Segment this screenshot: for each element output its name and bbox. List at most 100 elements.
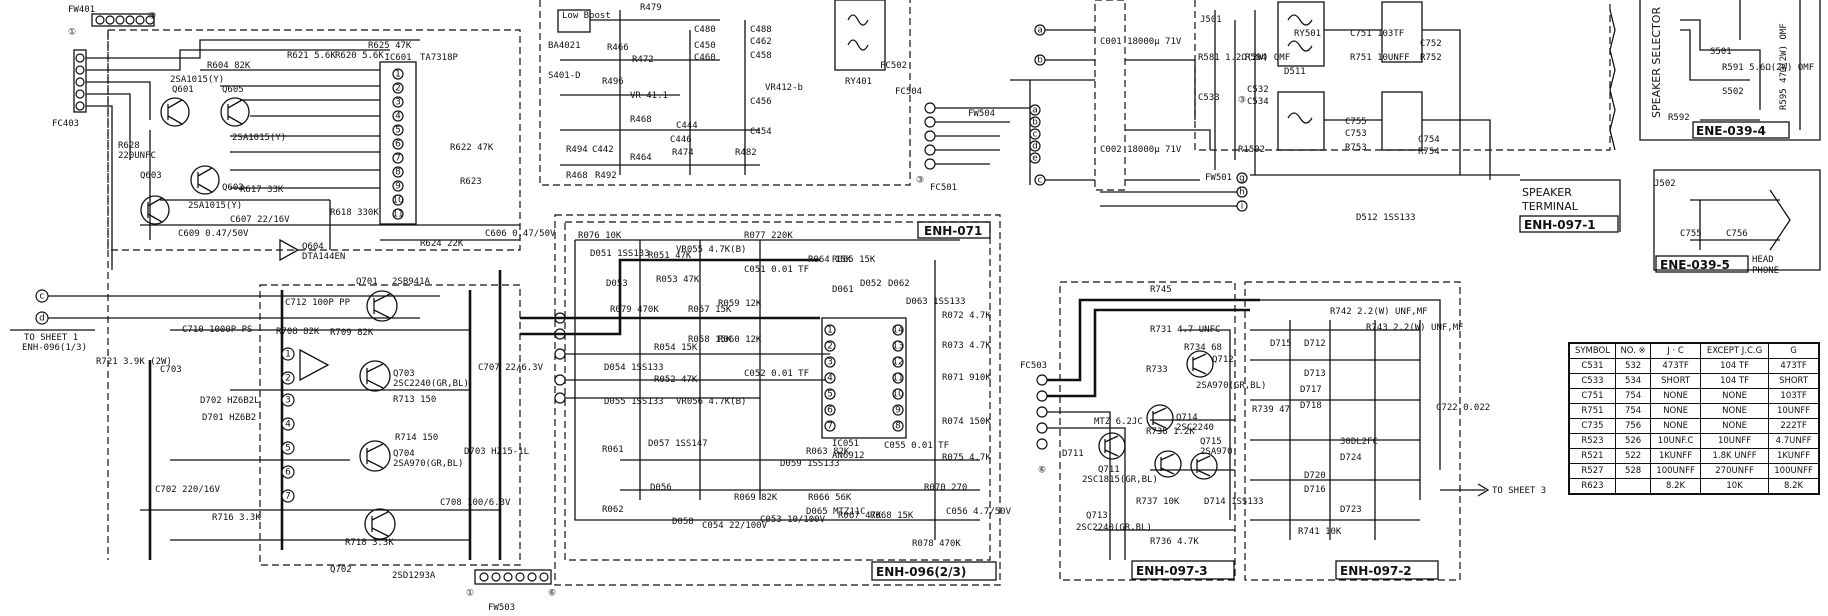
table-cell: 756 xyxy=(1614,418,1652,434)
r077-label: R077 220K xyxy=(744,231,793,241)
j502-label: J502 xyxy=(1654,179,1676,189)
ic601: IC601 TA7318P 1 2 3 4 5 6 7 8 9 10 11 xyxy=(379,53,459,225)
svg-text:5: 5 xyxy=(285,444,291,454)
r623-label: R623 xyxy=(460,177,482,187)
table-cell: 522 xyxy=(1614,448,1652,464)
svg-text:2: 2 xyxy=(827,342,833,352)
table-cell: R523 xyxy=(1569,433,1616,449)
q605-part: 2SA1015(Y) xyxy=(232,133,286,143)
table-cell: 1KUNFF xyxy=(1650,448,1701,464)
fc501-label: FC501 xyxy=(930,183,957,193)
c454-label: C454 xyxy=(750,127,772,137)
r059-label: R059 12K xyxy=(718,299,762,309)
r468b-label: R468 xyxy=(566,171,588,181)
d703-label: D703 HZ15-1L xyxy=(464,447,529,457)
c751-label: C751 103TF xyxy=(1350,29,1404,39)
r624-label: R624 22K xyxy=(420,239,464,249)
svg-text:a: a xyxy=(1037,26,1043,36)
table-cell: 473TF xyxy=(1650,358,1701,374)
vr412-label: VR412-b xyxy=(765,83,803,93)
r617-label: R617 33K xyxy=(240,185,284,195)
r053-label: R053 47K xyxy=(656,275,700,285)
c755-label: C755 xyxy=(1345,117,1367,127)
svg-text:14: 14 xyxy=(892,326,904,336)
transistor-q711: Q711 2SC1815(GR,BL) xyxy=(1082,432,1158,485)
table-cell: 1KUNFF xyxy=(1768,448,1819,464)
r494-label: R494 xyxy=(566,145,588,155)
table-cell: 8.2K xyxy=(1650,478,1701,494)
enh071-label: ENH-071 xyxy=(924,224,982,238)
svg-text:11: 11 xyxy=(892,374,903,384)
table-cell xyxy=(1614,478,1652,494)
table-cell: R527 xyxy=(1569,463,1616,479)
ry401-label: RY401 xyxy=(845,77,872,87)
d065-label: D065 MTZ11C xyxy=(806,507,866,517)
r739-label: R739 47 xyxy=(1252,405,1290,415)
c488-label: C488 xyxy=(750,25,772,35)
r713-label: R713 150 xyxy=(393,395,436,405)
c462-label: C462 xyxy=(750,37,772,47)
r479-label: R479 xyxy=(640,3,662,13)
q704-label: Q704 xyxy=(393,449,415,459)
q703-label: Q703 xyxy=(393,369,415,379)
d512-label: D512 1SS133 xyxy=(1356,213,1416,223)
fw501-label: FW501 xyxy=(1205,173,1232,183)
to-sheet1-label: TO SHEET 1 xyxy=(24,333,78,343)
svg-text:2: 2 xyxy=(395,84,401,94)
connector-fw401: FW401 ① ④ xyxy=(68,5,156,38)
c052-label: C052 0.01 TF xyxy=(744,369,809,379)
table-cell: C531 xyxy=(1569,358,1616,374)
r065-label: R065 15K xyxy=(832,255,876,265)
r625-label: R625 47K xyxy=(368,41,412,51)
r496-label: R496 xyxy=(602,77,624,87)
r738-label: R738 1.2K xyxy=(1146,427,1195,437)
ic-ba4021-label: BA4021 xyxy=(548,41,581,51)
svg-text:9: 9 xyxy=(395,182,401,192)
ic601-label: IC601 xyxy=(384,53,411,63)
s501-label: S501 xyxy=(1710,47,1732,57)
r716-label: R716 3.3K xyxy=(212,513,261,523)
q602-part: 2SA1015(Y) xyxy=(188,201,242,211)
c534-label: C534 xyxy=(1247,97,1269,107)
transistor-q604: Q604 DTA144EN xyxy=(279,238,345,262)
r742-label: R742 2.2(W) UNF,MF xyxy=(1330,307,1428,317)
q714-label: Q714 xyxy=(1176,413,1198,423)
q713-label: Q713 xyxy=(1086,511,1108,521)
transistor-q703: Q703 2SC2240(GR,BL) xyxy=(359,360,469,392)
c755b-label: C755 xyxy=(1680,229,1702,239)
table-cell: 100UNFF xyxy=(1768,463,1819,479)
c053-label: C053 10/100V xyxy=(760,515,826,525)
r622-label: R622 47K xyxy=(450,143,494,153)
r474-label: R474 xyxy=(672,148,694,158)
r076-label: R076 10K xyxy=(578,231,622,241)
r066-label: R066 56K xyxy=(808,493,852,503)
table-cell: C735 xyxy=(1569,418,1616,434)
power-amp-section: R721 3.9K (2W) C710 1000P PS C712 100P P… xyxy=(96,270,556,613)
speaker-terminal-label-1: SPEAKER xyxy=(1522,186,1572,199)
to-sheet3-label: TO SHEET 3 xyxy=(1492,486,1546,496)
q711-label: Q711 xyxy=(1098,465,1120,475)
transistor-q601: Q601 2SA1015(Y) xyxy=(160,75,224,127)
r1502-label: R1502 xyxy=(1238,145,1265,155)
vr41-label: VR 41.1 xyxy=(630,91,668,101)
d054-label: D054 1SS133 xyxy=(604,363,664,373)
fc403-label: FC403 xyxy=(52,119,79,129)
spec-header-cell: SYMBOL xyxy=(1569,343,1616,359)
table-cell: 10K xyxy=(1699,478,1770,494)
r592-label: R592 xyxy=(1668,113,1690,123)
svg-text:10: 10 xyxy=(392,196,404,206)
r051-label: R051 47K xyxy=(648,251,692,261)
table-cell: 532 xyxy=(1614,358,1652,374)
c480-label: C480 xyxy=(694,25,716,35)
table-cell: 10UNFF xyxy=(1699,433,1770,449)
transistor-q715: Q715 2SA970 xyxy=(1190,437,1233,480)
speaker-terminal-label-2: TERMINAL xyxy=(1521,200,1579,213)
to-sheet1-sub: ENH-096(1/3) xyxy=(22,343,87,353)
vr056-label: VR056 4.7K(B) xyxy=(676,397,746,407)
c458-label: C458 xyxy=(750,51,772,61)
table-cell: C533 xyxy=(1569,373,1616,389)
q713-part: 2SC2240(GR,BL) xyxy=(1076,523,1152,533)
svg-text:7: 7 xyxy=(395,154,401,164)
